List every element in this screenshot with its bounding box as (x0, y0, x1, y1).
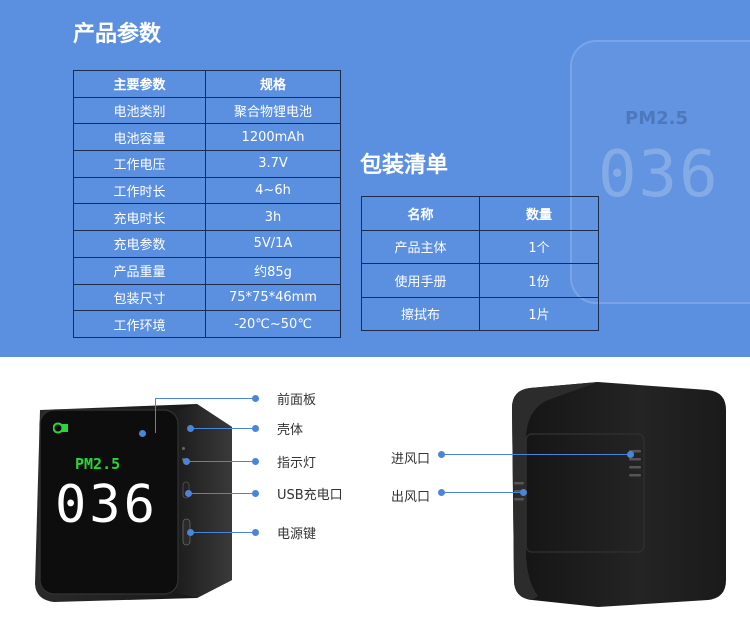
params-title: 产品参数 (73, 22, 162, 47)
row-label-cell: 擦拭布 (361, 296, 480, 331)
table-header-row: 主要参数 规格 (73, 70, 341, 98)
header-cell: 数量 (479, 196, 599, 231)
row-label-cell: 充电时长 (73, 203, 206, 232)
device-front-image (35, 404, 232, 602)
table-row: 产品重量约85g (73, 256, 341, 285)
row-value-cell: 1片 (479, 296, 599, 331)
callout-line (188, 493, 256, 494)
callout-dot (187, 529, 194, 536)
callout-dot (185, 490, 192, 497)
callout-dot (252, 458, 259, 465)
row-value-cell: 5V/1A (205, 230, 341, 258)
row-label-cell: 产品主体 (361, 229, 480, 264)
callout-dot (252, 490, 259, 497)
row-label-cell: 产品重量 (73, 256, 206, 285)
row-label-cell: 充电参数 (73, 230, 206, 258)
display-pm-label: PM2.5 (75, 455, 121, 473)
callout-dot (187, 425, 194, 432)
row-value-cell: 3.7V (205, 150, 341, 178)
watermark-pm-label: PM2.5 (625, 108, 688, 129)
callout-dot (252, 395, 259, 402)
row-value-cell: 1个 (479, 229, 599, 264)
header-cell: 名称 (361, 196, 480, 231)
callout-line (155, 398, 156, 433)
background-device-watermark (570, 40, 750, 304)
row-value-cell: 聚合物锂电池 (205, 96, 341, 125)
table-row: 电池类别聚合物锂电池 (73, 96, 341, 125)
row-value-cell: 3h (205, 203, 341, 232)
row-label-cell: 使用手册 (361, 263, 480, 298)
header-cell: 主要参数 (73, 70, 206, 98)
row-label-cell: 工作电压 (73, 150, 206, 178)
callout-air-outlet: 出风口 (391, 490, 431, 505)
table-row: 工作环境-20℃~50℃ (73, 310, 341, 338)
display-reading: 036 (55, 475, 158, 535)
row-value-cell: 4~6h (205, 176, 341, 205)
row-value-cell: 1200mAh (205, 123, 341, 152)
callout-line (442, 454, 630, 455)
callout-line (442, 492, 524, 493)
header-cell: 规格 (205, 70, 341, 98)
callout-dot (139, 430, 146, 437)
row-label-cell: 工作环境 (73, 310, 206, 338)
callout-dot (520, 489, 527, 496)
watermark-reading: 036 (598, 138, 720, 212)
row-value-cell: 1份 (479, 263, 599, 298)
row-value-cell: -20℃~50℃ (205, 310, 341, 338)
row-label-cell: 工作时长 (73, 176, 206, 205)
callout-line (155, 398, 255, 399)
logo-icon (52, 420, 69, 434)
row-label-cell: 电池类别 (73, 96, 206, 125)
callout-dot (627, 451, 634, 458)
callout-dot (252, 425, 259, 432)
callout-line (190, 428, 256, 429)
device-back-image (512, 382, 726, 607)
callout-dot (252, 529, 259, 536)
callout-front-panel: 前面板 (277, 393, 317, 408)
callout-dot (438, 489, 445, 496)
callout-indicator-light: 指示灯 (277, 456, 317, 471)
callout-air-inlet: 进风口 (391, 452, 431, 467)
row-label-cell: 包装尺寸 (73, 283, 206, 312)
row-label-cell: 电池容量 (73, 123, 206, 152)
callout-dot (438, 451, 445, 458)
callout-line (190, 532, 256, 533)
table-header-row: 名称 数量 (361, 196, 599, 231)
callout-shell: 壳体 (277, 423, 304, 438)
callout-line (186, 461, 256, 462)
row-value-cell: 约85g (205, 256, 341, 285)
callout-power-button: 电源键 (277, 527, 317, 542)
callout-dot (183, 458, 190, 465)
callout-usb-port: USB充电口 (277, 488, 343, 503)
package-title: 包装清单 (360, 153, 449, 178)
row-value-cell: 75*75*46mm (205, 283, 341, 312)
